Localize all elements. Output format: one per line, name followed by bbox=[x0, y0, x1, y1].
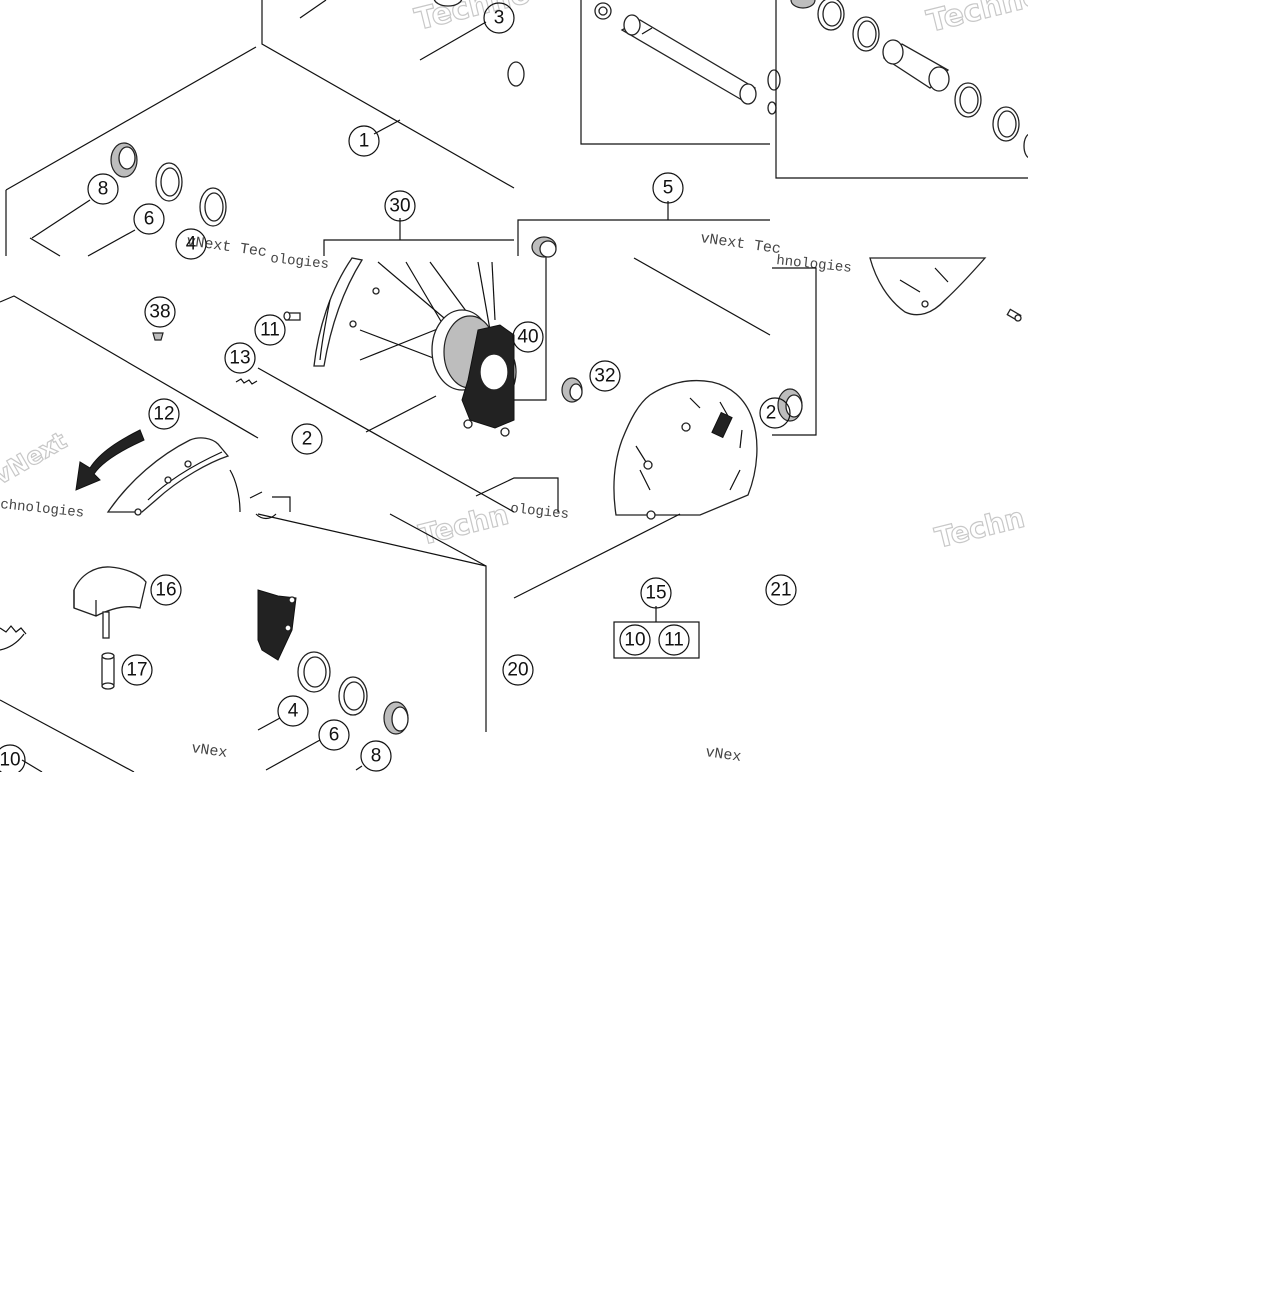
watermark-logies-mid: ologies bbox=[509, 501, 569, 523]
svg-text:17: 17 bbox=[126, 660, 147, 681]
watermark-logies-left: ologies bbox=[269, 251, 329, 273]
callout-3: 3 bbox=[483, 2, 515, 34]
brake-disc-part bbox=[613, 379, 758, 520]
watermark-techno-top: Techno bbox=[411, 0, 534, 38]
hub-bottom-part bbox=[257, 589, 297, 661]
blank-area bbox=[0, 772, 1285, 1285]
bearing-4-bottom-part bbox=[297, 651, 331, 693]
watermark-vnext-right: vNext Tec bbox=[699, 230, 782, 258]
watermark-vnext-rotated: vNext bbox=[0, 426, 71, 490]
nut-17-part bbox=[101, 652, 115, 690]
screw-part bbox=[1006, 308, 1022, 322]
svg-text:4: 4 bbox=[186, 234, 197, 255]
seal-6-part bbox=[155, 162, 183, 202]
spacer-8-part bbox=[110, 142, 138, 178]
svg-text:10: 10 bbox=[624, 630, 645, 651]
callout-11-kit: 11 bbox=[658, 624, 690, 656]
hub-part bbox=[431, 309, 517, 437]
svg-text:40: 40 bbox=[517, 327, 538, 348]
watermark-logies-right: hnologies bbox=[775, 253, 852, 277]
svg-text:20: 20 bbox=[507, 660, 528, 681]
spacer-8-bottom-part bbox=[383, 701, 409, 735]
tile-bottom-middle bbox=[257, 513, 487, 771]
svg-text:16: 16 bbox=[155, 580, 176, 601]
callout-40: 40 bbox=[512, 321, 544, 353]
svg-text:11: 11 bbox=[260, 320, 280, 341]
svg-text:2: 2 bbox=[302, 429, 313, 450]
svg-text:11: 11 bbox=[664, 630, 684, 651]
bearing-4-part bbox=[199, 187, 227, 227]
nut-32-part bbox=[561, 377, 583, 403]
watermark-techn-right: Techn bbox=[932, 501, 1028, 555]
callout-5: 5 bbox=[652, 172, 684, 204]
callout-2-right: 2 bbox=[759, 397, 791, 429]
kit-15-box bbox=[613, 621, 700, 659]
watermark-techn-mid: Techn bbox=[416, 498, 512, 552]
callout-2: 2 bbox=[291, 423, 323, 455]
callout-13: 13 bbox=[224, 342, 256, 374]
svg-text:21: 21 bbox=[770, 580, 791, 601]
svg-text:5: 5 bbox=[663, 178, 674, 199]
callout-4-bottom: 4 bbox=[277, 695, 309, 727]
svg-text:13: 13 bbox=[229, 348, 250, 369]
callout-20: 20 bbox=[502, 654, 534, 686]
svg-text:8: 8 bbox=[371, 746, 382, 767]
callout-4: 4 bbox=[175, 228, 207, 260]
callout-38: 38 bbox=[144, 296, 176, 328]
watermark-vnex-left: vNex bbox=[190, 740, 228, 762]
bolt-11-part bbox=[283, 311, 301, 321]
callout-8-bottom: 8 bbox=[360, 740, 392, 772]
rotation-arrow-icon bbox=[75, 429, 145, 491]
tile-bottom-left bbox=[0, 566, 147, 773]
spacer-2-part bbox=[777, 388, 803, 422]
watermarks: Techno Techno vNext Tec vNext Tec ologie… bbox=[0, 0, 1047, 766]
svg-text:12: 12 bbox=[153, 404, 174, 425]
callout-8: 8 bbox=[87, 173, 119, 205]
tile-top-left bbox=[5, 0, 525, 257]
svg-text:38: 38 bbox=[149, 302, 170, 323]
tile-top-right bbox=[775, 0, 1037, 179]
callout-6-bottom: 6 bbox=[318, 719, 350, 751]
svg-text:10: 10 bbox=[0, 750, 21, 771]
callout-10-kit: 10 bbox=[619, 624, 651, 656]
axle-part bbox=[594, 2, 757, 105]
svg-text:15: 15 bbox=[645, 583, 666, 604]
valve-16-part bbox=[73, 566, 147, 639]
tile-center bbox=[235, 201, 817, 520]
watermark-techno-right: Techno bbox=[923, 0, 1046, 40]
seal-6-bottom-part bbox=[338, 676, 368, 716]
callouts: 1 3 8 6 4 30 5 38 11 13 40 32 12 2 2 16 … bbox=[0, 2, 797, 776]
callout-12: 12 bbox=[148, 398, 180, 430]
callout-30: 30 bbox=[384, 190, 416, 222]
callout-32: 32 bbox=[589, 360, 621, 392]
svg-text:6: 6 bbox=[329, 725, 340, 746]
watermark-chnologies-left: chnologies bbox=[0, 497, 85, 522]
tile-left-middle bbox=[0, 295, 291, 520]
callout-17: 17 bbox=[121, 654, 153, 686]
svg-text:1: 1 bbox=[359, 131, 370, 152]
blank-area-right bbox=[1028, 0, 1285, 772]
valve-cap-38-part bbox=[152, 332, 164, 341]
spacer-kit-parts bbox=[790, 0, 1037, 159]
svg-text:30: 30 bbox=[389, 196, 410, 217]
callout-21: 21 bbox=[765, 574, 797, 606]
svg-text:32: 32 bbox=[594, 366, 615, 387]
svg-text:8: 8 bbox=[98, 179, 109, 200]
callout-11: 11 bbox=[254, 314, 286, 346]
tile-right-middle bbox=[869, 257, 1022, 322]
svg-text:6: 6 bbox=[144, 209, 155, 230]
tile-top-middle bbox=[580, 0, 781, 145]
callout-1: 1 bbox=[348, 125, 380, 157]
callout-16: 16 bbox=[150, 574, 182, 606]
tile-bottom-right bbox=[513, 513, 700, 659]
watermark-vnex-right: vNex bbox=[704, 744, 742, 766]
callout-6: 6 bbox=[133, 203, 165, 235]
callout-10-bottom: 10 bbox=[0, 744, 26, 776]
svg-text:3: 3 bbox=[494, 8, 505, 29]
svg-text:2: 2 bbox=[766, 403, 777, 424]
svg-text:4: 4 bbox=[288, 701, 299, 722]
callout-15: 15 bbox=[640, 577, 672, 609]
